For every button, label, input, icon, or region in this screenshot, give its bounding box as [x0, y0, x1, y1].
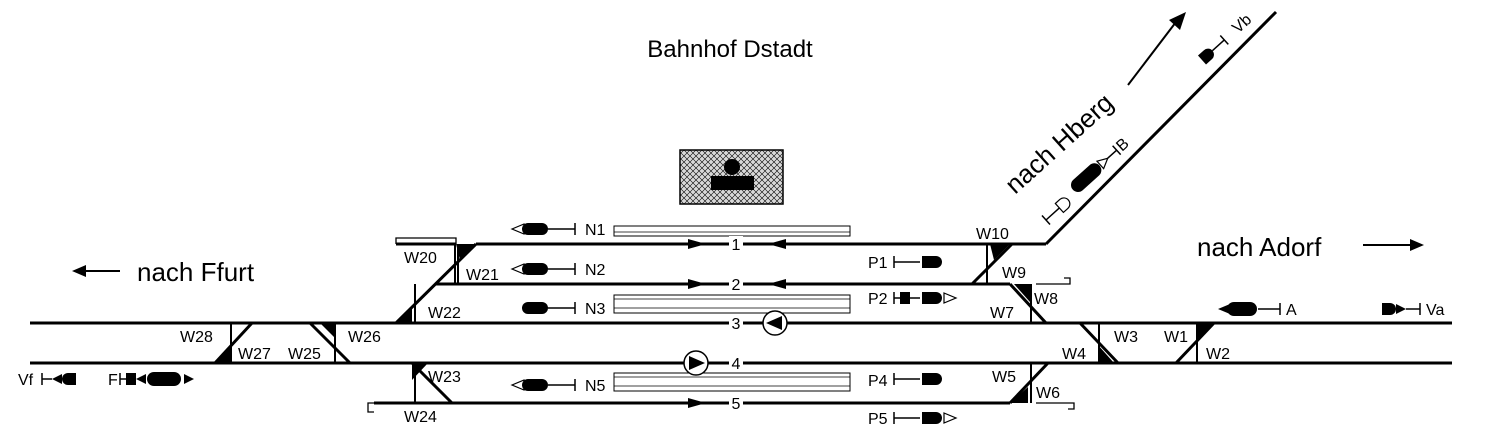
switch-label-w23: W23 [428, 369, 461, 386]
signal-p5-label: P5 [868, 411, 888, 428]
track-arrows [683, 239, 788, 408]
switch-label-w26: W26 [348, 329, 381, 346]
switch-wedges [215, 244, 1214, 403]
track-number-2: 2 [732, 277, 741, 294]
signal-p4-icon [893, 373, 942, 385]
signal-vf-label: Vf [18, 372, 34, 389]
switch-label-w8: W8 [1034, 291, 1058, 308]
switch-label-w7: W7 [990, 305, 1014, 322]
track-hberg [1044, 10, 1278, 246]
signal-p4-label: P4 [868, 373, 888, 390]
signal-va-icon [1382, 303, 1421, 315]
switch-label-w1: W1 [1164, 329, 1188, 346]
signal-b-label: B [1113, 135, 1132, 155]
switch-label-w5: W5 [992, 369, 1016, 386]
insulating-joints [230, 244, 1198, 403]
signal-va-label: Va [1426, 302, 1444, 319]
signal-n2-icon [510, 263, 576, 275]
switch-label-w6: W6 [1036, 385, 1060, 402]
switch-label-w25: W25 [288, 346, 321, 363]
switch-label-w21: W21 [466, 267, 499, 284]
switch-label-w24: W24 [404, 409, 437, 426]
signal-n1-icon [510, 223, 576, 235]
switch-label-w3: W3 [1114, 329, 1138, 346]
switch-label-w2: W2 [1206, 346, 1230, 363]
station-building-icon [679, 149, 784, 205]
track-number-1: 1 [732, 237, 741, 254]
switch-label-w28: W28 [180, 329, 213, 346]
platforms [613, 225, 851, 392]
signal-vb-icon [1197, 34, 1229, 65]
track-number-3: 3 [732, 316, 741, 333]
signal-a-icon [1218, 302, 1281, 316]
direction-ffurt: nach Ffurt [72, 257, 255, 287]
direction-adorf: nach Adorf [1197, 232, 1424, 262]
signal-a-label: A [1286, 302, 1297, 319]
switch-labels: W1 W2 W3 W4 W5 W6 W7 W8 W9 W10 W20 W21 W… [180, 226, 1230, 426]
signal-p1-label: P1 [868, 255, 888, 272]
track-number-5: 5 [732, 396, 741, 413]
signal-p2-label: P2 [868, 291, 888, 308]
switch-label-w10: W10 [976, 226, 1009, 243]
signal-p1-icon [893, 256, 942, 268]
track-number-4: 4 [732, 356, 741, 373]
signal-vb-label: Vb [1229, 11, 1255, 37]
signal-n5-label: N5 [585, 378, 606, 395]
signal-p2-icon [893, 292, 958, 304]
switch-label-w20: W20 [404, 250, 437, 267]
signal-p5-icon [893, 412, 958, 424]
track-numbers: 1 2 3 4 5 [729, 236, 743, 413]
direction-hberg-label: nach Hberg [999, 87, 1119, 199]
signal-b-icon [1071, 145, 1122, 192]
signal-n2-label: N2 [585, 262, 606, 279]
distant-signal-icon [1041, 197, 1071, 225]
switch-label-w4: W4 [1062, 346, 1086, 363]
switch-label-w22: W22 [428, 305, 461, 322]
signal-vf-icon [41, 373, 76, 385]
signal-n3-label: N3 [585, 301, 606, 318]
signal-n5-icon [510, 379, 576, 391]
switch-label-w9: W9 [1002, 265, 1026, 282]
signal-n3-icon [522, 302, 576, 314]
station-title: Bahnhof Dstadt [647, 36, 813, 63]
signal-f-label: F [108, 372, 118, 389]
signal-n1-label: N1 [585, 222, 606, 239]
direction-ffurt-label: nach Ffurt [137, 257, 255, 287]
signals: N1 N2 N3 N5 P1 P [18, 11, 1444, 428]
direction-adorf-label: nach Adorf [1197, 232, 1322, 262]
switch-label-w27: W27 [238, 346, 271, 363]
signal-f-icon [119, 372, 194, 386]
